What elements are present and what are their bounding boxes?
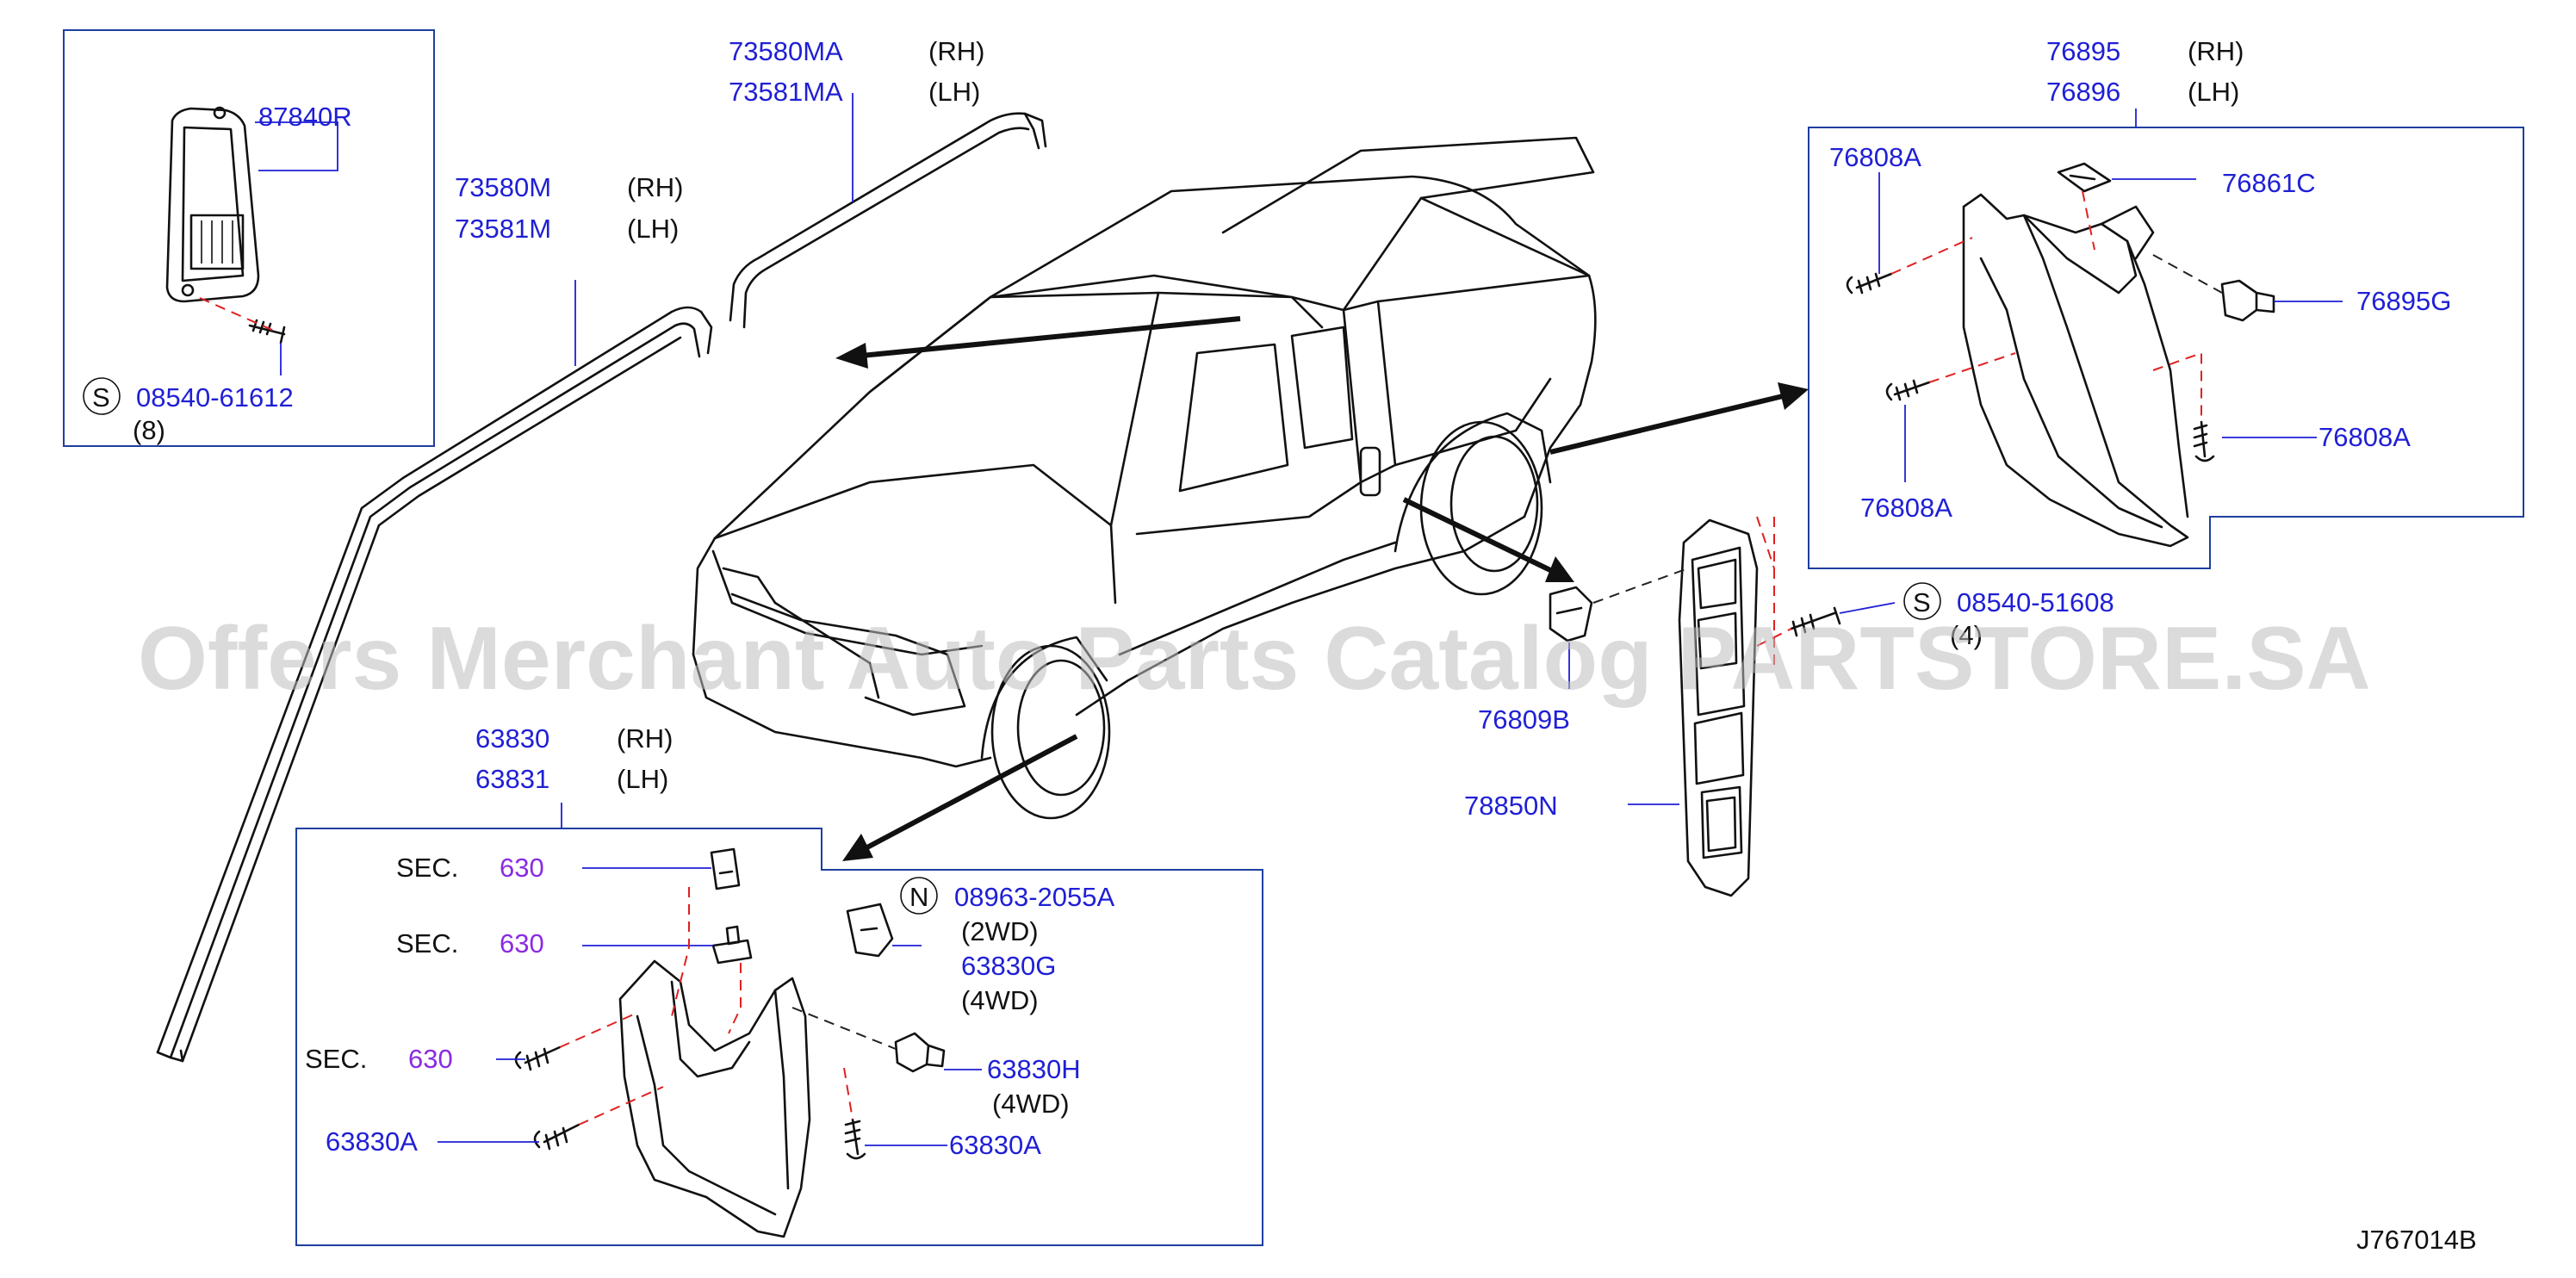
note-4wd-clip: (4WD): [961, 985, 1039, 1015]
front-mud-guard-box: [295, 803, 1263, 1246]
front-sec-screw[interactable]: [514, 1045, 562, 1071]
rear-mud-lh-side: (LH): [2188, 77, 2239, 107]
roof-molding-lh-part-number[interactable]: 73581MA: [729, 77, 843, 107]
front-screw-a-right-part-number[interactable]: 63830A: [949, 1130, 1041, 1160]
front-mud-lh-side: (LH): [617, 764, 668, 794]
clip-b-part-number[interactable]: 76809B: [1478, 704, 1570, 735]
rear-mud-lh-part-number[interactable]: 76896: [2046, 77, 2120, 107]
drip-molding-rh-part-number[interactable]: 73580M: [455, 172, 551, 202]
s-symbol-protector: S: [1903, 582, 1941, 620]
sec-ref-1[interactable]: 630: [500, 853, 544, 883]
sec-label-2: SEC.: [396, 928, 458, 958]
svg-text:N: N: [909, 882, 928, 912]
protector-part-number[interactable]: 78850N: [1464, 791, 1558, 821]
cover-plate[interactable]: [165, 107, 260, 303]
rear-grommet-g[interactable]: [2220, 279, 2275, 322]
rear-screw-a3-part-number[interactable]: 76808A: [2318, 422, 2411, 452]
drip-molding-m[interactable]: [156, 306, 713, 1063]
clip-b[interactable]: [1549, 586, 1593, 642]
rear-clip-c-part-number[interactable]: 76861C: [2222, 168, 2316, 198]
front-screw-a-left[interactable]: [533, 1123, 580, 1151]
cover-screw-part-number[interactable]: 08540-61612: [136, 382, 294, 413]
roof-drip-molding-ma[interactable]: [729, 112, 1047, 329]
rear-mud-rh-side: (RH): [2188, 36, 2244, 66]
rear-screw-a1-part-number[interactable]: 76808A: [1829, 142, 1921, 172]
rear-mud-guard[interactable]: [1962, 193, 2189, 548]
front-mud-rh-side: (RH): [617, 723, 673, 754]
rear-screw-a1[interactable]: [1846, 272, 1893, 295]
front-screw-a-right[interactable]: [844, 1118, 866, 1160]
svg-text:S: S: [1913, 587, 1931, 617]
cover-screw-qty: (8): [133, 415, 165, 445]
rear-mud-rh-part-number[interactable]: 76895: [2046, 36, 2120, 66]
note-2wd: (2WD): [961, 916, 1039, 946]
rear-screw-a2-part-number[interactable]: 76808A: [1860, 493, 1952, 523]
roof-molding-rh-side: (RH): [928, 36, 984, 66]
front-clip-g-part-number[interactable]: 63830G: [961, 951, 1056, 981]
diagram-code: J767014B: [2356, 1225, 2477, 1255]
rear-clip-c[interactable]: [2057, 162, 2112, 193]
drip-molding-lh-part-number[interactable]: 73581M: [455, 214, 551, 244]
front-grommet-h[interactable]: [894, 1032, 946, 1073]
drip-molding-lh-side: (LH): [627, 214, 679, 244]
drip-molding-rh-side: (RH): [627, 172, 683, 202]
watermark-text: Offers Merchant Auto Parts Catalog PARTS…: [138, 609, 2371, 709]
sec-ref-3[interactable]: 630: [408, 1044, 453, 1074]
cover-part-number[interactable]: 87840R: [258, 102, 352, 132]
rear-screw-a2[interactable]: [1885, 379, 1931, 401]
sec-ref-2[interactable]: 630: [500, 928, 544, 958]
note-4wd-grommet: (4WD): [992, 1089, 1070, 1119]
sec-label-3: SEC.: [305, 1044, 367, 1074]
pointer-arrows: [835, 316, 1809, 861]
front-grommet-h-part-number[interactable]: 63830H: [987, 1054, 1081, 1084]
sec-label-1: SEC.: [396, 853, 458, 883]
front-screw-a-left-part-number[interactable]: 63830A: [326, 1126, 418, 1157]
protector-screw-qty: (4): [1950, 620, 1983, 650]
rear-screw-a3[interactable]: [2193, 420, 2215, 462]
front-mud-lh-part-number[interactable]: 63831: [475, 764, 549, 794]
front-mud-rh-part-number[interactable]: 63830: [475, 723, 549, 754]
front-nut-top[interactable]: [710, 847, 741, 890]
s-symbol-cover: S: [83, 377, 121, 415]
pickup-truck: [692, 136, 1597, 820]
cover-screw[interactable]: [248, 319, 286, 344]
front-nut-mid[interactable]: [711, 925, 753, 965]
cover-box: [63, 29, 435, 447]
front-nut-part-number[interactable]: 08963-2055A: [954, 882, 1114, 912]
protector-screw[interactable]: [1790, 606, 1841, 637]
roof-molding-lh-side: (LH): [928, 77, 980, 107]
splash-protector[interactable]: [1678, 518, 1759, 897]
protector-screw-part-number[interactable]: 08540-51608: [1957, 587, 2114, 617]
front-mud-guard[interactable]: [618, 959, 811, 1238]
front-clip-g[interactable]: [846, 903, 894, 958]
svg-text:S: S: [92, 382, 110, 413]
rear-grommet-g-part-number[interactable]: 76895G: [2356, 286, 2451, 316]
rear-mud-guard-box: [1808, 109, 2524, 569]
roof-molding-rh-part-number[interactable]: 73580MA: [729, 36, 843, 66]
n-symbol: N: [900, 877, 938, 915]
